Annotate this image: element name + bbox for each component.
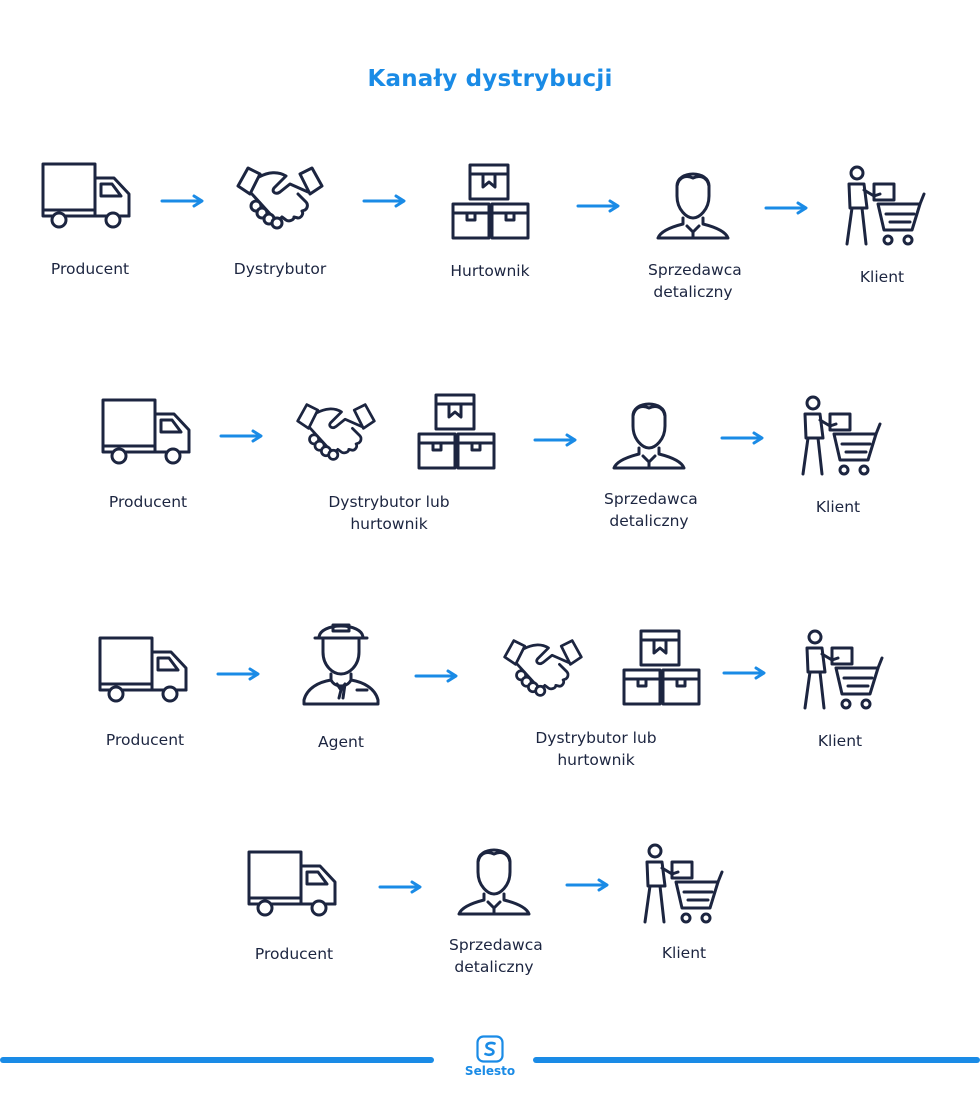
boxes-icon (451, 163, 530, 240)
node-label: Producent (108, 493, 188, 511)
arrow-icon (414, 669, 458, 683)
node-label: Klient (859, 268, 905, 286)
arrow-icon (216, 667, 260, 681)
selesto-logo-icon (476, 1035, 504, 1063)
row1-node-sprzedawca: Sprzedawca detaliczny (603, 160, 783, 310)
arrow-icon (533, 433, 577, 447)
handshake-icon (296, 403, 376, 461)
row1-node-dystrybutor: Dystrybutor (190, 160, 370, 300)
footer-divider-right (533, 1057, 980, 1063)
row3-node-producent: Producent (55, 634, 235, 764)
node-label: Klient (817, 732, 863, 750)
shopper-cart-icon (801, 395, 882, 476)
row3-node-dystrybutor-hurtownik: Dystrybutor lub hurtownik (503, 626, 701, 776)
node-label: Sprzedawca detaliczny (449, 936, 543, 976)
arrow-icon (565, 878, 609, 892)
footer-divider-left (0, 1057, 434, 1063)
row4-node-klient: Klient (594, 838, 774, 978)
arrow-icon (576, 199, 620, 213)
person-icon (656, 172, 730, 240)
node-label: Agent (318, 733, 364, 751)
node-label: Dystrybutor (233, 260, 327, 278)
truck-icon (101, 398, 191, 465)
page-title: Kanały dystrybucji (367, 66, 613, 92)
node-label: Dystrybutor lub hurtownik (328, 493, 450, 533)
arrow-icon (219, 429, 263, 443)
row1-node-klient: Klient (792, 160, 972, 300)
row4-node-sprzedawca: Sprzedawca detaliczny (404, 836, 584, 986)
truck-icon (98, 636, 188, 703)
node-label: Sprzedawca detaliczny (648, 261, 742, 301)
arrow-icon (378, 880, 422, 894)
person-icon (612, 402, 686, 470)
handshake-icon (236, 166, 324, 230)
row2-node-producent: Producent (58, 396, 238, 526)
row2-node-sprzedawca: Sprzedawca detaliczny (559, 390, 739, 540)
truck-icon (41, 162, 131, 229)
node-label: Hurtownik (450, 262, 530, 280)
arrow-icon (764, 201, 808, 215)
brand-name: Selesto (464, 1064, 516, 1078)
node-label: Klient (661, 944, 707, 962)
arrow-icon (720, 431, 764, 445)
handshake-icon (503, 639, 583, 697)
arrow-icon (160, 194, 204, 208)
row3-node-agent: Agent (251, 618, 431, 768)
node-label: Producent (105, 731, 185, 749)
agent-icon (302, 623, 380, 706)
row1-node-hurtownik: Hurtownik (400, 160, 580, 300)
node-label: Producent (50, 260, 130, 278)
boxes-icon (417, 393, 496, 470)
row2-node-klient: Klient (748, 390, 928, 530)
shopper-cart-icon (845, 165, 926, 246)
row4-node-producent: Producent (204, 848, 384, 978)
row1-node-producent: Producent (0, 160, 180, 300)
node-label: Klient (815, 498, 861, 516)
brand-logo: Selesto (460, 1035, 520, 1078)
person-icon (457, 848, 531, 916)
shopper-cart-icon (643, 843, 724, 924)
node-label: Producent (254, 945, 334, 963)
truck-icon (247, 850, 337, 917)
row2-node-dystrybutor-hurtownik: Dystrybutor lub hurtownik (296, 390, 496, 540)
node-label: Sprzedawca detaliczny (604, 490, 698, 530)
boxes-icon (622, 629, 701, 706)
arrow-icon (722, 666, 766, 680)
row3-node-klient: Klient (750, 624, 930, 764)
arrow-icon (362, 194, 406, 208)
shopper-cart-icon (803, 629, 884, 710)
node-label: Dystrybutor lub hurtownik (535, 729, 657, 769)
